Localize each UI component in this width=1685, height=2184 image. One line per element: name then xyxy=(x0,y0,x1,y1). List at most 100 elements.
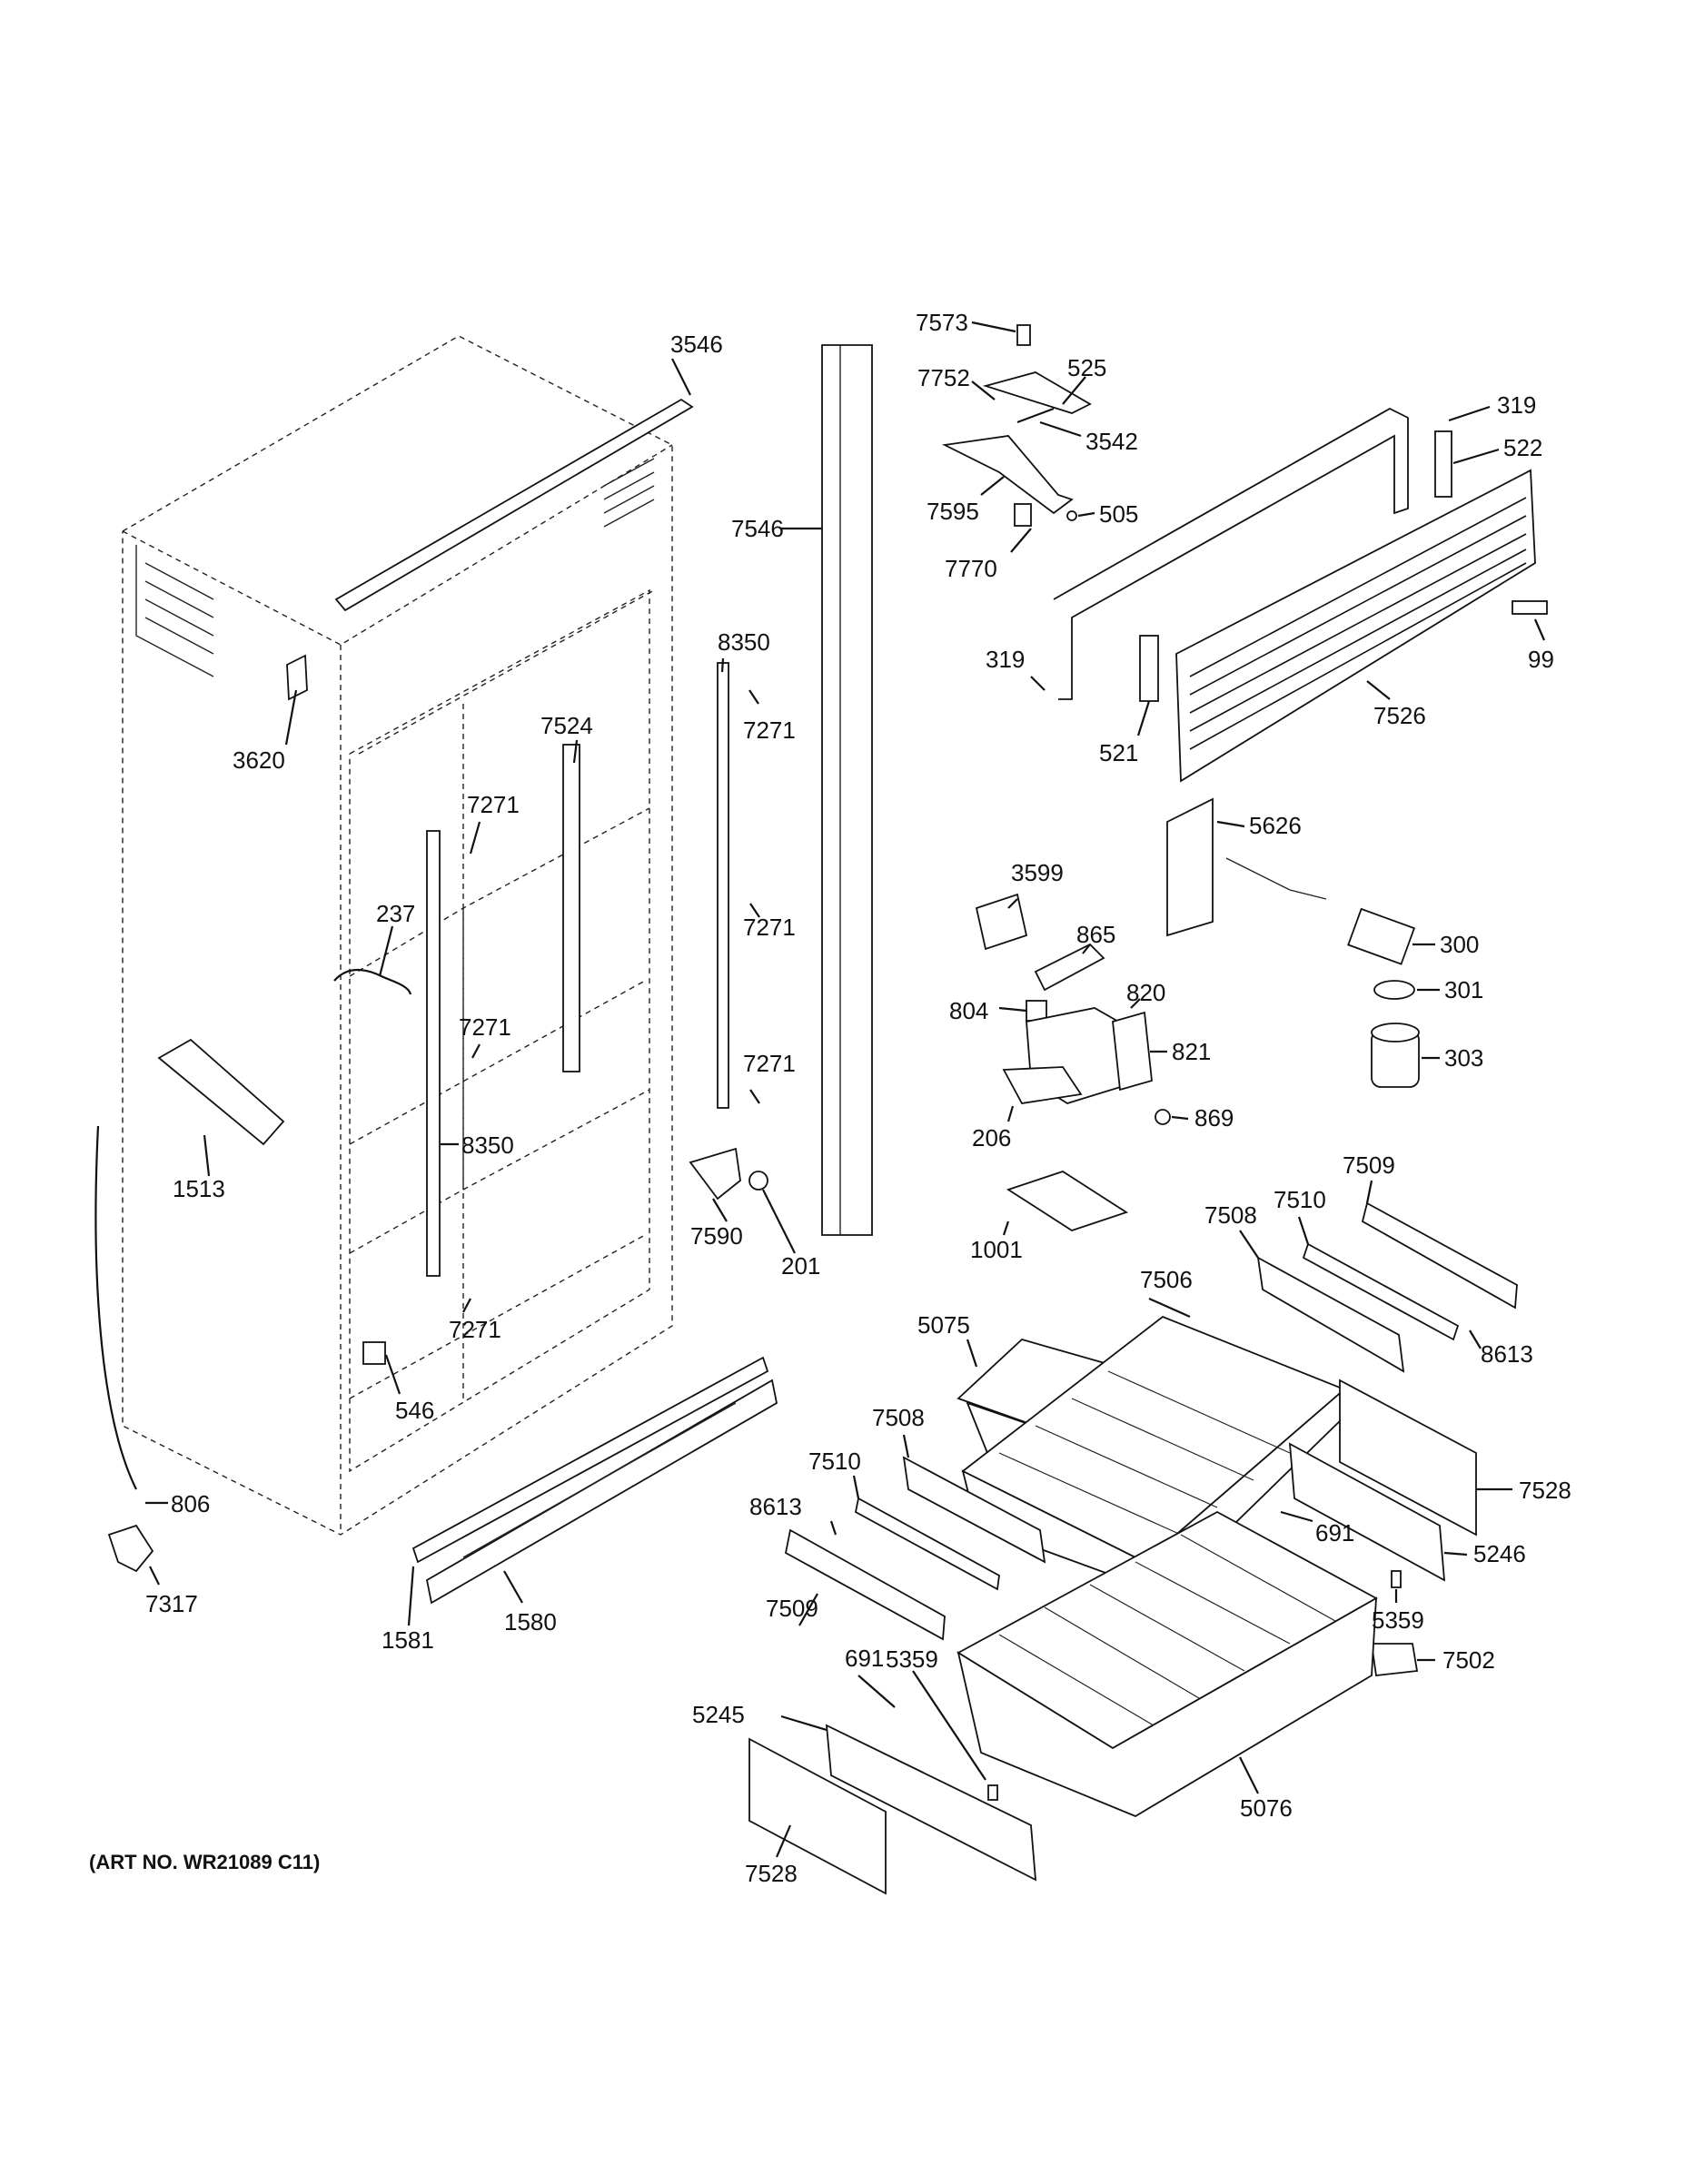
bracket-5626 xyxy=(1166,797,1214,937)
rail-8350-left xyxy=(426,830,441,1277)
callout-206: 206 xyxy=(972,1124,1011,1151)
callout-7508-a: 7508 xyxy=(1204,1201,1257,1229)
bracket-521 xyxy=(1139,635,1159,702)
callout-3542: 3542 xyxy=(1085,428,1138,455)
callout-804: 804 xyxy=(949,997,988,1024)
callout-5626: 5626 xyxy=(1249,812,1302,839)
callout-3546: 3546 xyxy=(670,331,723,358)
top-trim-strip xyxy=(334,398,694,612)
nut-505 xyxy=(1066,510,1077,521)
callout-3599: 3599 xyxy=(1011,859,1064,886)
callout-691-a: 691 xyxy=(1315,1519,1354,1547)
screw-5359-lower xyxy=(987,1784,998,1801)
hinge-7590 xyxy=(689,1147,741,1201)
callout-865: 865 xyxy=(1076,921,1115,948)
bracket-3620 xyxy=(286,654,308,701)
pin-7770 xyxy=(1014,503,1032,527)
screw-5359-upper xyxy=(1391,1570,1402,1588)
callout-7770: 7770 xyxy=(945,555,997,582)
harness-865 xyxy=(1034,943,1105,992)
callout-5245: 5245 xyxy=(692,1701,745,1728)
grille-assembly xyxy=(942,324,1548,783)
callout-8350-b: 8350 xyxy=(461,1132,514,1159)
kickplate-1581 xyxy=(411,1356,769,1564)
callout-labels: 3546 3620 237 7271 7271 7271 7271 7271 7… xyxy=(89,309,1571,1887)
grille-7526 xyxy=(1175,469,1536,783)
callout-521: 521 xyxy=(1099,739,1138,766)
screw-869 xyxy=(1155,1109,1171,1125)
drawer-assembly xyxy=(748,1201,1518,1895)
callout-7590: 7590 xyxy=(690,1222,743,1250)
slide-7509-upper xyxy=(1361,1201,1518,1309)
callout-691-b: 691 xyxy=(845,1645,884,1672)
tray-206 xyxy=(1002,1066,1083,1104)
callout-3620: 3620 xyxy=(233,746,285,774)
callout-7506: 7506 xyxy=(1140,1266,1193,1293)
bracket-5245 xyxy=(825,1724,1037,1882)
icemaker-assembly xyxy=(975,797,1420,1231)
hinge-7595 xyxy=(942,435,1074,515)
callout-7271-f: 7271 xyxy=(449,1316,501,1343)
spring-3542 xyxy=(1016,407,1055,424)
callout-5359-a: 5359 xyxy=(1372,1606,1424,1634)
callout-5075: 5075 xyxy=(917,1311,970,1339)
callout-7595: 7595 xyxy=(927,498,979,525)
callout-7502: 7502 xyxy=(1442,1646,1495,1674)
bracket-5246 xyxy=(1288,1442,1446,1582)
clip-7317 xyxy=(107,1524,154,1573)
callout-869: 869 xyxy=(1194,1104,1234,1132)
auger-300 xyxy=(1347,907,1416,965)
center-parts xyxy=(689,344,873,1236)
callout-303: 303 xyxy=(1444,1044,1483,1072)
callout-7271-e: 7271 xyxy=(459,1013,511,1041)
slide-7509-lower xyxy=(784,1528,946,1641)
washer-201 xyxy=(748,1171,768,1191)
callout-8613-b: 8613 xyxy=(749,1493,802,1520)
callout-201: 201 xyxy=(781,1252,820,1280)
tube-237 xyxy=(333,968,412,995)
callout-7317: 7317 xyxy=(145,1590,198,1617)
callout-7271-c: 7271 xyxy=(743,914,796,941)
callout-7271-b: 7271 xyxy=(743,716,796,744)
callout-7508-b: 7508 xyxy=(872,1404,925,1431)
art-number-caption: (ART NO. WR21089 C11) xyxy=(89,1851,320,1873)
badge-99 xyxy=(1512,600,1548,615)
panel-7528-lower xyxy=(748,1737,887,1895)
leader-lines xyxy=(145,321,1546,1858)
rail-8350-right xyxy=(717,662,729,1109)
stop-7502 xyxy=(1370,1643,1419,1676)
bracket-522 xyxy=(1434,430,1452,498)
callout-7526: 7526 xyxy=(1373,702,1426,729)
bracket-3599 xyxy=(975,893,1028,951)
callout-7510-b: 7510 xyxy=(808,1448,861,1475)
callout-1580: 1580 xyxy=(504,1608,557,1636)
control-821 xyxy=(1112,1011,1153,1092)
callout-7528-a: 7528 xyxy=(1519,1477,1571,1504)
slide-7510-lower xyxy=(854,1497,1000,1591)
callout-300: 300 xyxy=(1440,931,1479,958)
rail-7524 xyxy=(562,744,580,1072)
callout-99: 99 xyxy=(1528,646,1554,673)
ring-301 xyxy=(1373,980,1415,1000)
callout-1001: 1001 xyxy=(970,1236,1023,1263)
gasket-806 xyxy=(94,1125,137,1490)
callout-1513: 1513 xyxy=(173,1175,225,1202)
callout-5359-b: 5359 xyxy=(886,1645,938,1673)
switch-546 xyxy=(362,1341,386,1365)
callout-5076: 5076 xyxy=(1240,1794,1293,1822)
slide-7510-upper xyxy=(1302,1242,1460,1341)
callout-237: 237 xyxy=(376,900,415,927)
pin-7573 xyxy=(1016,324,1031,346)
callout-820: 820 xyxy=(1126,979,1165,1006)
callout-7510-a: 7510 xyxy=(1274,1186,1326,1213)
callout-806: 806 xyxy=(171,1490,210,1517)
slide-7508-upper xyxy=(1256,1256,1405,1373)
callout-301: 301 xyxy=(1444,976,1483,1003)
callout-7546: 7546 xyxy=(731,515,784,542)
callout-319-a: 319 xyxy=(1497,391,1536,419)
vent-grille-right xyxy=(603,458,655,528)
callout-8350-a: 8350 xyxy=(718,628,770,656)
kickplate-1580 xyxy=(425,1379,778,1605)
